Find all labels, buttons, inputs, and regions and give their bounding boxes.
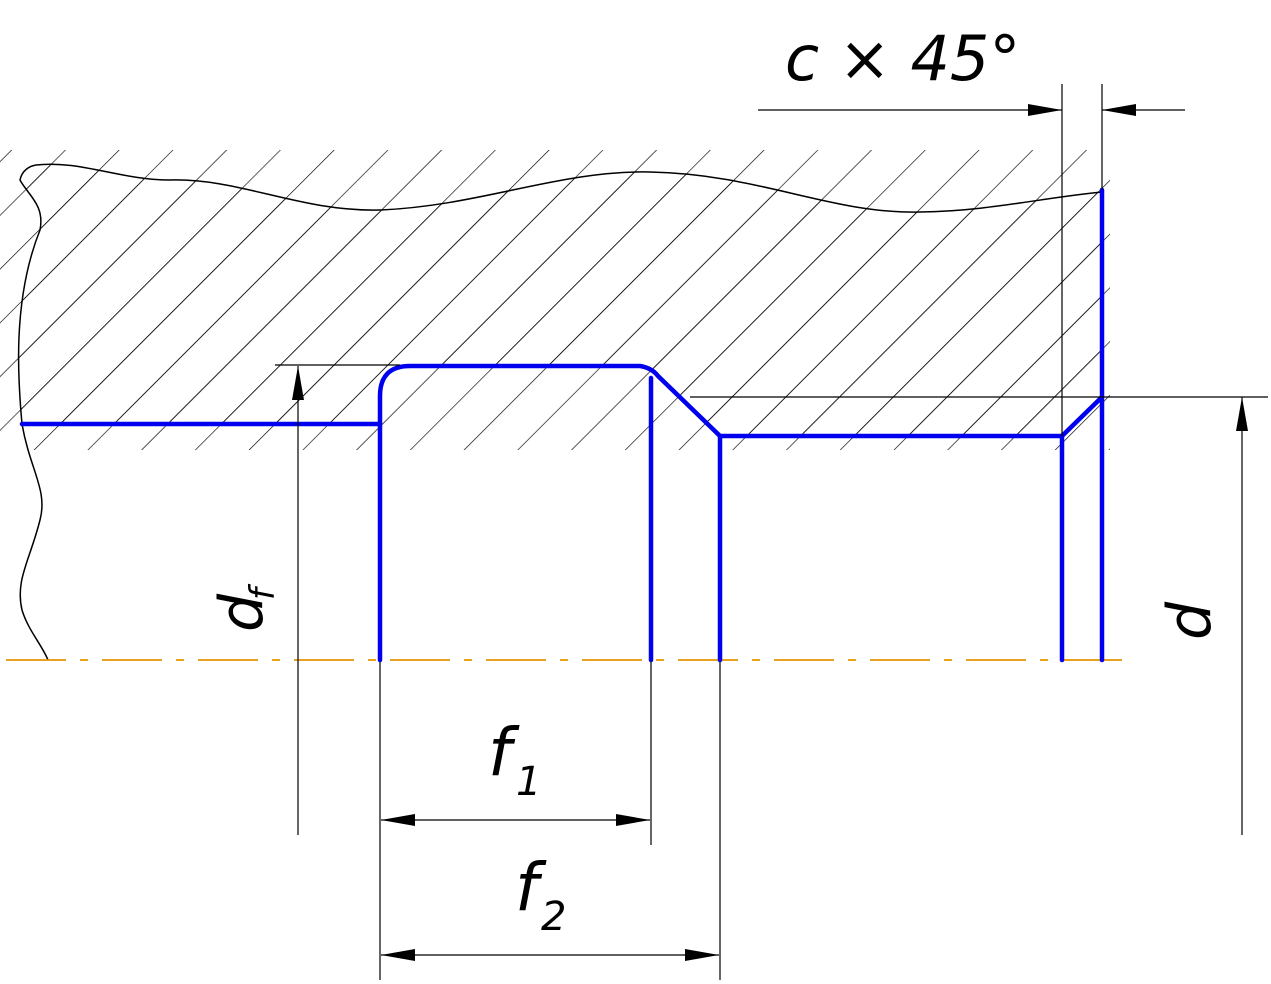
chamfer-label: c × 45°	[785, 22, 1020, 95]
df-label: d	[207, 593, 277, 632]
d-label: d	[1155, 601, 1225, 640]
d-label-group: d	[1155, 601, 1225, 640]
break-line-top	[35, 163, 1103, 213]
df-label-subscript: f	[243, 583, 283, 600]
part-outline	[19, 187, 1105, 663]
construction-lines	[275, 84, 1268, 980]
f2-label-subscript: 2	[541, 894, 566, 940]
df-label-group: d f	[207, 583, 283, 632]
f1-label-subscript: 1	[516, 759, 541, 805]
